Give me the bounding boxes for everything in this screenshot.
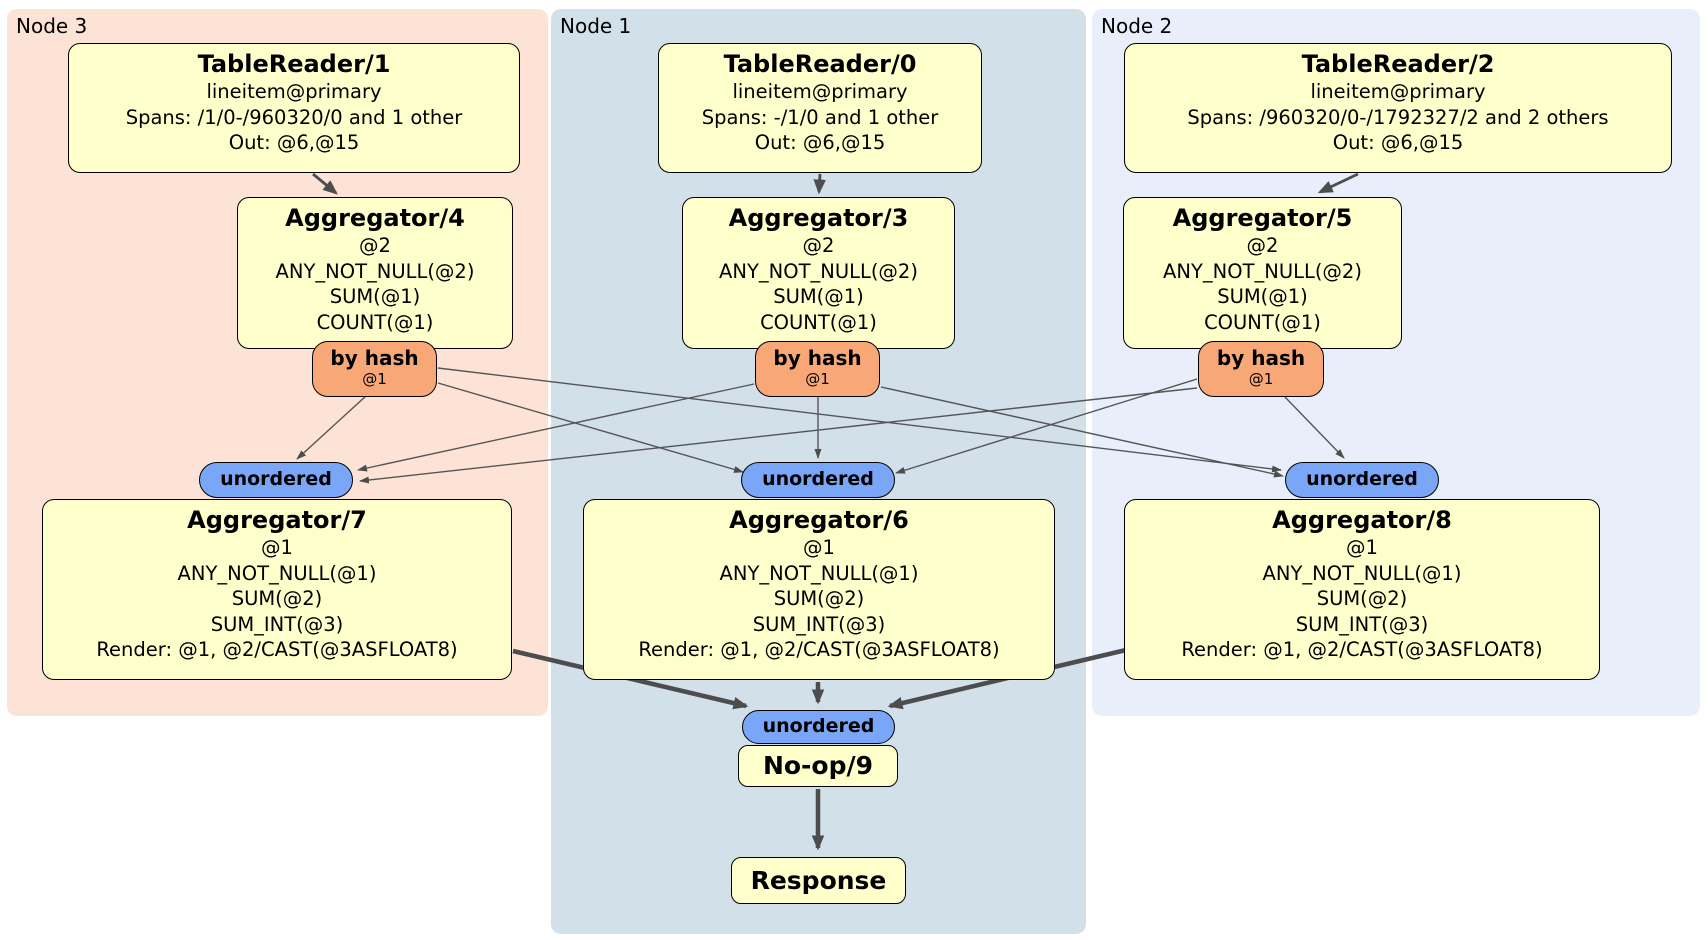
processor-detail: lineitem@primary xyxy=(732,80,908,103)
processor-detail: ANY_NOT_NULL(@2) xyxy=(275,259,475,283)
router-by-hash-3: by hash @1 xyxy=(755,341,880,397)
router-by-hash-5: by hash @1 xyxy=(1198,341,1324,397)
processor-detail: @1 xyxy=(261,536,293,559)
processor-title: TableReader/0 xyxy=(723,50,917,78)
stream-unordered-8: unordered xyxy=(1285,462,1439,498)
processor-title: Aggregator/6 xyxy=(729,506,909,534)
processor-aggregator-3: Aggregator/3 @2 ANY_NOT_NULL(@2) SUM(@1)… xyxy=(682,197,955,349)
processor-detail: SUM_INT(@3) xyxy=(210,612,344,636)
processor-detail: Out: @6,@15 xyxy=(754,131,886,154)
processor-detail: Spans: /1/0-/960320/0 and 1 other xyxy=(125,105,463,129)
processor-detail: lineitem@primary xyxy=(1310,80,1486,103)
region-node2-label: Node 2 xyxy=(1101,14,1173,38)
processor-detail: Render: @1, @2/CAST(@3ASFLOAT8) xyxy=(1181,638,1543,661)
processor-detail: ANY_NOT_NULL(@2) xyxy=(1163,259,1362,283)
stream-unordered-6: unordered xyxy=(741,462,895,498)
stream-unordered-7: unordered xyxy=(199,462,353,498)
processor-detail: SUM(@1) xyxy=(773,285,864,308)
processor-detail: @1 xyxy=(803,536,835,559)
processor-aggregator-7: Aggregator/7 @1 ANY_NOT_NULL(@1) SUM(@2)… xyxy=(42,499,512,680)
processor-detail: Out: @6,@15 xyxy=(228,131,360,154)
processor-detail: SUM_INT(@3) xyxy=(752,612,886,636)
processor-detail: SUM(@2) xyxy=(231,587,323,610)
processor-title: Aggregator/5 xyxy=(1172,204,1353,232)
processor-detail: SUM(@2) xyxy=(1316,587,1408,610)
response-node: Response xyxy=(731,857,906,904)
processor-aggregator-4: Aggregator/4 @2 ANY_NOT_NULL(@2) SUM(@1)… xyxy=(237,197,513,349)
processor-tablereader-2: TableReader/2 lineitem@primary Spans: /9… xyxy=(1124,43,1672,173)
processor-detail: ANY_NOT_NULL(@1) xyxy=(719,561,919,585)
processor-aggregator-5: Aggregator/5 @2 ANY_NOT_NULL(@2) SUM(@1)… xyxy=(1123,197,1402,349)
processor-tablereader-0: TableReader/0 lineitem@primary Spans: -/… xyxy=(658,43,982,173)
processor-detail: @1 xyxy=(1346,536,1378,559)
stream-unordered-9: unordered xyxy=(742,710,895,744)
processor-detail: SUM(@2) xyxy=(773,587,865,610)
router-key: @1 xyxy=(1248,370,1274,388)
processor-title: Aggregator/8 xyxy=(1272,506,1452,534)
processor-detail: @2 xyxy=(359,234,391,257)
processor-detail: Spans: /960320/0-/1792327/2 and 2 others xyxy=(1187,105,1609,129)
processor-detail: @2 xyxy=(802,234,835,257)
router-label: by hash xyxy=(330,346,419,370)
processor-aggregator-6: Aggregator/6 @1 ANY_NOT_NULL(@1) SUM(@2)… xyxy=(583,499,1055,680)
processor-detail: COUNT(@1) xyxy=(1204,310,1321,334)
router-by-hash-4: by hash @1 xyxy=(312,341,437,397)
region-node3-label: Node 3 xyxy=(16,14,88,38)
router-key: @1 xyxy=(362,370,387,388)
processor-detail: ANY_NOT_NULL(@1) xyxy=(177,561,377,585)
region-node1-label: Node 1 xyxy=(560,14,632,38)
processor-detail: Spans: -/1/0 and 1 other xyxy=(701,105,939,129)
processor-detail: SUM(@1) xyxy=(1217,285,1308,308)
router-key: @1 xyxy=(805,370,830,388)
processor-detail: Out: @6,@15 xyxy=(1332,131,1464,154)
processor-detail: ANY_NOT_NULL(@2) xyxy=(719,259,918,283)
processor-detail: ANY_NOT_NULL(@1) xyxy=(1262,561,1462,585)
processor-detail: Render: @1, @2/CAST(@3ASFLOAT8) xyxy=(638,638,1000,661)
processor-noop-9: No-op/9 xyxy=(738,745,898,787)
router-label: by hash xyxy=(1216,346,1306,370)
processor-detail: COUNT(@1) xyxy=(316,310,434,334)
processor-title: Aggregator/7 xyxy=(187,506,367,534)
processor-detail: SUM(@1) xyxy=(329,285,421,308)
processor-aggregator-8: Aggregator/8 @1 ANY_NOT_NULL(@1) SUM(@2)… xyxy=(1124,499,1600,680)
processor-tablereader-1: TableReader/1 lineitem@primary Spans: /1… xyxy=(68,43,520,173)
router-label: by hash xyxy=(773,346,862,370)
processor-detail: lineitem@primary xyxy=(206,80,382,103)
processor-detail: Render: @1, @2/CAST(@3ASFLOAT8) xyxy=(96,638,458,661)
processor-detail: @2 xyxy=(1246,234,1279,257)
processor-detail: COUNT(@1) xyxy=(760,310,877,334)
processor-title: Aggregator/4 xyxy=(285,204,465,232)
processor-title: TableReader/1 xyxy=(197,50,391,78)
processor-detail: SUM_INT(@3) xyxy=(1295,612,1429,636)
processor-title: TableReader/2 xyxy=(1301,50,1495,78)
processor-title: Aggregator/3 xyxy=(728,204,909,232)
